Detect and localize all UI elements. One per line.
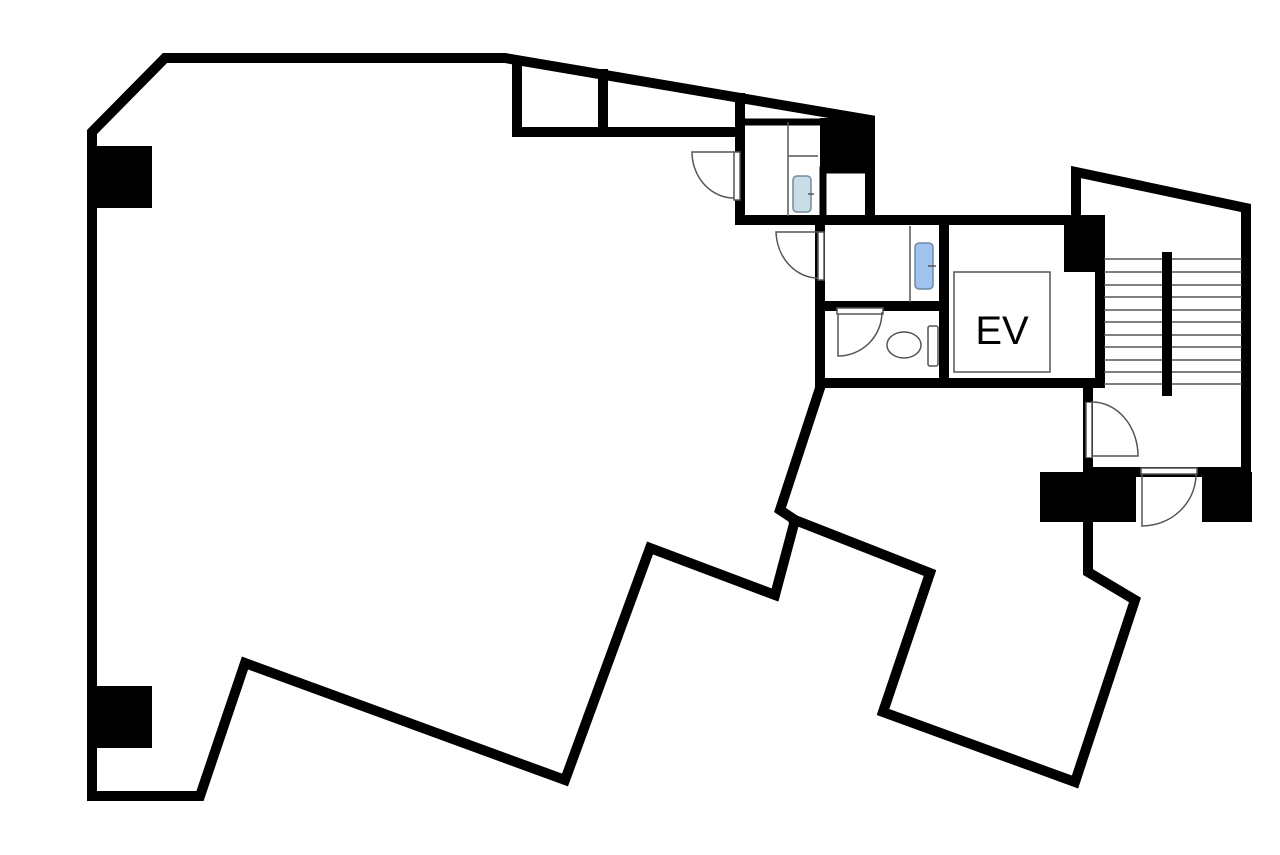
door-kitchenette-upper[interactable] [691,151,741,201]
door-kitchenette-lower[interactable] [775,231,825,281]
kitchenette-lower [775,226,936,302]
door-stair-hall[interactable] [1085,401,1139,459]
service-core [815,215,1105,388]
entrance [1040,467,1252,527]
stair-treads [1104,258,1242,385]
stair-handrail [1162,252,1172,396]
elevator: EV [953,271,1051,373]
toilet-room [836,307,939,367]
structural-column [92,146,152,208]
toilet-icon [886,331,922,359]
structural-column [1040,472,1136,522]
structural-column [820,118,872,172]
shaft [819,166,873,224]
toilet-tank-icon [927,325,939,367]
outer-wall [87,53,875,801]
elevator-label: EV [975,309,1029,353]
structural-column [92,686,152,748]
door-toilet[interactable] [836,307,884,357]
door-entrance[interactable] [1140,467,1198,527]
structural-column [1202,472,1252,522]
structural-column [1064,218,1104,272]
lower-right-room-wall [788,513,1142,789]
